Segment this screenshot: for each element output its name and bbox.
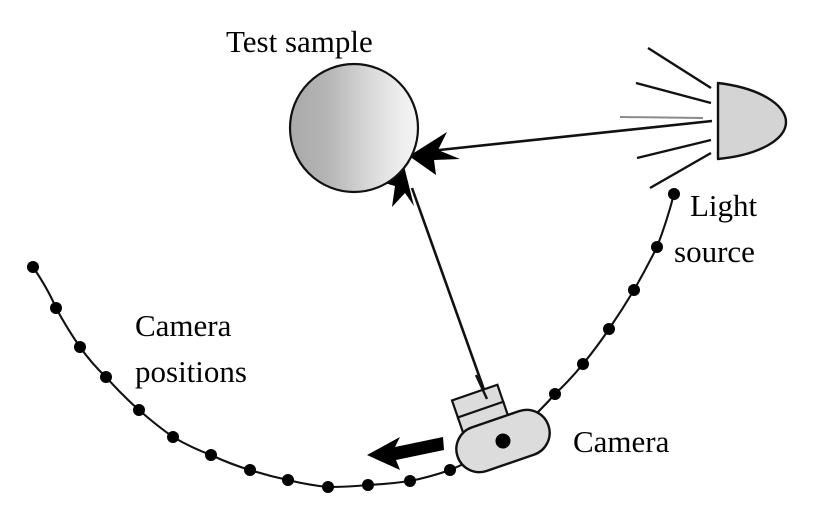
camera-position-dot[interactable]	[50, 302, 62, 314]
camera-position-dot[interactable]	[322, 481, 334, 493]
camera-position-dot[interactable]	[133, 404, 145, 416]
light-rays-group	[619, 46, 712, 190]
test-sample-circle	[288, 62, 420, 194]
camera-position-dot[interactable]	[444, 464, 456, 476]
camera-to-sample-arrowhead	[381, 166, 414, 207]
light-to-sample-shaft	[429, 119, 713, 153]
light-to-sample-arrowhead	[409, 132, 460, 175]
camera-position-dot[interactable]	[668, 188, 680, 200]
test-sample-sphere	[288, 62, 420, 194]
camera-position-dot[interactable]	[27, 261, 39, 273]
camera-center-dot	[495, 433, 511, 449]
camera-motion-arrow-shape	[367, 437, 444, 470]
light-ray-2	[635, 81, 712, 105]
light-ray-4	[649, 151, 712, 190]
camera-positions-label-line2: positions	[135, 354, 247, 389]
light-source-shape	[716, 81, 788, 161]
camera-position-dot[interactable]	[603, 323, 615, 335]
camera-position-dot[interactable]	[549, 388, 561, 400]
camera-to-sample-arrow	[381, 166, 489, 399]
camera-position-dot[interactable]	[74, 341, 86, 353]
camera-position-dot[interactable]	[167, 431, 179, 443]
camera-object[interactable]	[440, 373, 556, 478]
camera-positions-label-line1: Camera	[135, 308, 232, 343]
camera-position-dot[interactable]	[628, 284, 640, 296]
camera-position-dot[interactable]	[404, 475, 416, 487]
camera-position-dot[interactable]	[362, 479, 374, 491]
test-sample-label: Test sample	[226, 24, 373, 59]
camera-viewline-stub	[474, 374, 489, 400]
camera-position-dot[interactable]	[100, 371, 112, 383]
light-to-sample-arrow	[409, 119, 713, 175]
camera-position-dot[interactable]	[244, 464, 256, 476]
light-source-label-line2: source	[674, 234, 755, 269]
camera-position-dot[interactable]	[205, 449, 217, 461]
camera-position-dot[interactable]	[651, 241, 663, 253]
light-ray-5	[619, 116, 704, 119]
camera-position-dot[interactable]	[577, 358, 589, 370]
camera-to-sample-shaft	[410, 187, 489, 399]
camera-position-dot[interactable]	[282, 474, 294, 486]
light-ray-1	[647, 46, 712, 90]
light-source-lamp	[716, 81, 788, 161]
camera-motion-arrow	[367, 437, 444, 470]
light-ray-3	[636, 138, 712, 160]
light-source-label-line1: Light	[690, 188, 758, 223]
camera-label: Camera	[573, 424, 670, 459]
